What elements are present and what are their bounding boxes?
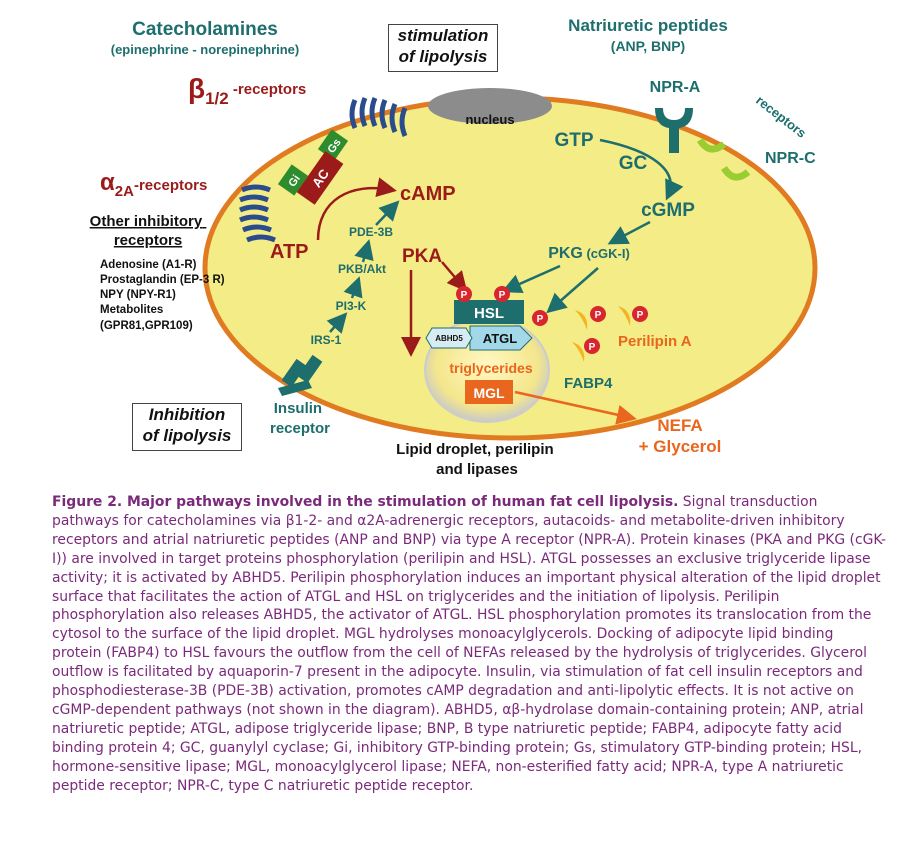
fabp4-label: FABP4 (564, 375, 613, 392)
inhibition-box: Inhibition of lipolysis (132, 403, 242, 451)
phosphate-markers: P P P P P P (456, 286, 648, 354)
pkb-label: PKB/Akt (338, 262, 386, 276)
pka-label: PKA (402, 246, 442, 267)
other-inhibitory-label: Other inhibitory receptors (90, 213, 207, 249)
nefa-label: NEFA (657, 416, 702, 435)
perilipin-label: Perilipin A (618, 333, 692, 350)
caption-body: Signal transduction pathways for catecho… (52, 494, 887, 794)
svg-text:Metabolites: Metabolites (100, 304, 163, 316)
insulin-receptor-icon (278, 354, 323, 396)
svg-text:Gi: Gi (286, 173, 302, 189)
svg-text:P: P (589, 342, 596, 353)
insulin-pathway-arrows (326, 200, 400, 334)
triglycerides-label: triglycerides (449, 360, 532, 376)
lipid-droplet-label: Lipid droplet, perilipin and lipases (396, 441, 558, 478)
caption-title: Figure 2. Major pathways involved in the… (52, 494, 679, 510)
lipolysis-diagram: nucleus Gs AC Gi Catecholamines (epineph… (90, 16, 818, 478)
nefa-output-arrow (514, 390, 637, 425)
catecholamines-label: Catecholamines (132, 19, 278, 40)
gi-protein: Gi (277, 164, 309, 196)
phosphate-icon (590, 306, 606, 322)
atgl-shape (469, 325, 533, 351)
catecholamines-sub: (epinephrine - norepinephrine) (111, 42, 300, 57)
perilipin-icons (572, 306, 631, 362)
pkg-to-hsl-arrow (501, 264, 561, 294)
inhibitory-list: Adenosine (A1-R) Prostaglandin (EP-3 R) … (100, 259, 225, 332)
figure-caption: Figure 2. Major pathways involved in the… (52, 493, 887, 796)
svg-text:Prostaglandin (EP-3 R): Prostaglandin (EP-3 R) (100, 274, 225, 286)
svg-text:P: P (595, 310, 602, 321)
mgl-label: MGL (473, 385, 505, 401)
atp-label: ATP (270, 241, 309, 263)
phosphate-icon (494, 286, 510, 302)
pde3b-label: PDE-3B (349, 225, 393, 239)
receptors-arc-label: receptors (753, 93, 809, 141)
npr-c-receptor-icon (697, 137, 751, 181)
abhd5-label: ABHD5 (435, 334, 463, 343)
npr-a-label: NPR-A (650, 79, 701, 96)
phosphate-icon (456, 286, 472, 302)
hsl-box (454, 300, 524, 324)
svg-text:NPY (NPY-R1): NPY (NPY-R1) (100, 289, 176, 301)
alpha-receptor-icon (239, 184, 276, 243)
beta-receptor-icon (349, 97, 408, 137)
gtp-label: GTP (554, 130, 593, 151)
cgmp-to-pkg-arrow (607, 220, 651, 245)
nucleus-label: nucleus (465, 112, 514, 127)
hsl-label: HSL (474, 305, 504, 322)
pi3k-label: PI3-K (336, 299, 367, 313)
alpha-receptors-label: α2A-receptors (100, 169, 207, 200)
gtp-to-cgmp-arrow (599, 138, 684, 201)
svg-text:P: P (637, 310, 644, 321)
nucleus-shape (428, 88, 552, 124)
pkg-to-droplet-arrow (546, 267, 599, 314)
pkg-label: PKG (cGK-I) (548, 245, 630, 262)
svg-text:(GPR81,GPR109): (GPR81,GPR109) (100, 320, 193, 332)
insulin-receptor-label: Insulin receptor (270, 400, 330, 437)
gc-label: GC (619, 153, 648, 174)
mgl-box (465, 380, 513, 404)
glycerol-label: + Glycerol (639, 437, 722, 456)
phosphate-icon (584, 338, 600, 354)
natriuretic-label: Natriuretic peptides (568, 16, 728, 35)
stimulation-box: stimulation of lipolysis (388, 24, 498, 72)
svg-text:P: P (537, 314, 544, 325)
phosphate-icon (632, 306, 648, 322)
svg-text:Adenosine (A1-R): Adenosine (A1-R) (100, 259, 197, 271)
beta-receptors-label: β1/2 -receptors (188, 73, 306, 108)
phosphate-icon (532, 310, 548, 326)
cgmp-label: cGMP (641, 200, 695, 221)
npr-a-receptor-icon (655, 108, 693, 153)
camp-label: cAMP (400, 183, 456, 205)
irs1-label: IRS-1 (311, 333, 342, 347)
atgl-label: ATGL (483, 331, 517, 346)
pka-to-hsl-arrow (441, 261, 468, 292)
natriuretic-sub: (ANP, BNP) (611, 38, 685, 54)
svg-text:P: P (461, 290, 468, 301)
abhd5-shape (425, 327, 473, 349)
svg-text:P: P (499, 290, 506, 301)
npr-c-label: NPR-C (765, 150, 816, 167)
ac-enzyme: AC (296, 151, 344, 205)
atp-to-camp-arrow (316, 177, 397, 241)
